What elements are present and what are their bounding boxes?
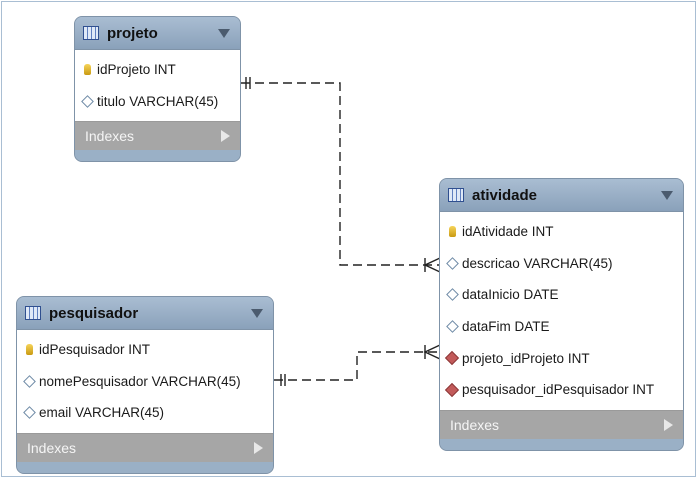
expand-arrow-icon[interactable] <box>254 441 263 454</box>
collapse-caret-icon[interactable] <box>218 28 230 38</box>
column-row[interactable]: dataFim DATE <box>440 311 683 343</box>
column-label: titulo VARCHAR(45) <box>97 93 219 109</box>
column-label: idPesquisador INT <box>39 342 151 358</box>
relationship-projeto-atividade <box>241 82 440 266</box>
column-label: dataFim DATE <box>462 319 550 335</box>
column-row[interactable]: titulo VARCHAR(45) <box>75 86 240 118</box>
table-header[interactable]: atividade <box>440 179 683 212</box>
indexes-label: Indexes <box>27 439 77 456</box>
column-label: dataInicio DATE <box>462 287 559 303</box>
table-name: atividade <box>472 186 538 204</box>
column-list: idProjeto INT titulo VARCHAR(45) <box>75 50 240 122</box>
table-icon <box>448 188 464 202</box>
foreign-key-icon <box>444 351 460 366</box>
indexes-section[interactable]: Indexes <box>17 432 273 462</box>
column-label: descricao VARCHAR(45) <box>462 255 613 271</box>
indexes-section[interactable]: Indexes <box>75 121 240 151</box>
table-pesquisador[interactable]: pesquisador idPesquisador INT nomePesquis… <box>16 296 274 474</box>
primary-key-icon <box>446 226 458 238</box>
column-list: idPesquisador INT nomePesquisador VARCHAR… <box>17 330 273 433</box>
table-name: pesquisador <box>49 304 139 322</box>
column-icon <box>445 320 459 333</box>
table-icon <box>25 306 41 320</box>
relationship-pesquisador-atividade <box>274 351 440 381</box>
collapse-caret-icon[interactable] <box>661 190 673 200</box>
column-row[interactable]: dataInicio DATE <box>440 279 683 311</box>
foreign-key-icon <box>444 382 460 397</box>
column-label: idAtividade INT <box>462 224 554 240</box>
primary-key-icon <box>23 344 35 356</box>
collapse-caret-icon[interactable] <box>251 308 263 318</box>
column-label: pesquisador_idPesquisador INT <box>462 382 655 398</box>
column-icon <box>445 257 459 270</box>
indexes-label: Indexes <box>85 128 135 145</box>
table-atividade[interactable]: atividade idAtividade INT descricao VARCH… <box>439 178 684 451</box>
table-icon <box>83 26 99 40</box>
column-icon <box>445 288 459 302</box>
column-icon <box>22 406 36 420</box>
column-row[interactable]: nomePesquisador VARCHAR(45) <box>17 366 273 398</box>
column-label: projeto_idProjeto INT <box>462 350 590 366</box>
table-header[interactable]: projeto <box>75 17 240 50</box>
indexes-section[interactable]: Indexes <box>440 409 683 439</box>
column-row[interactable]: pesquisador_idPesquisador INT <box>440 374 683 406</box>
column-icon <box>80 95 94 108</box>
primary-key-icon <box>81 64 93 76</box>
expand-arrow-icon[interactable] <box>664 418 673 431</box>
column-label: email VARCHAR(45) <box>39 405 165 421</box>
column-label: nomePesquisador VARCHAR(45) <box>39 373 241 389</box>
table-footer <box>75 150 240 162</box>
column-list: idAtividade INT descricao VARCHAR(45) data… <box>440 212 683 410</box>
table-header[interactable]: pesquisador <box>17 297 273 330</box>
column-row[interactable]: projeto_idProjeto INT <box>440 342 683 374</box>
indexes-label: Indexes <box>450 416 500 433</box>
table-name: projeto <box>107 24 158 42</box>
column-row[interactable]: idProjeto INT <box>75 54 240 86</box>
column-row[interactable]: email VARCHAR(45) <box>17 397 273 429</box>
column-row[interactable]: descricao VARCHAR(45) <box>440 248 683 280</box>
column-row[interactable]: idPesquisador INT <box>17 334 273 366</box>
table-footer <box>440 438 683 450</box>
column-icon <box>22 375 36 388</box>
column-label: idProjeto INT <box>97 62 176 78</box>
table-footer <box>17 461 273 473</box>
expand-arrow-icon[interactable] <box>221 130 230 143</box>
column-row[interactable]: idAtividade INT <box>440 216 683 248</box>
